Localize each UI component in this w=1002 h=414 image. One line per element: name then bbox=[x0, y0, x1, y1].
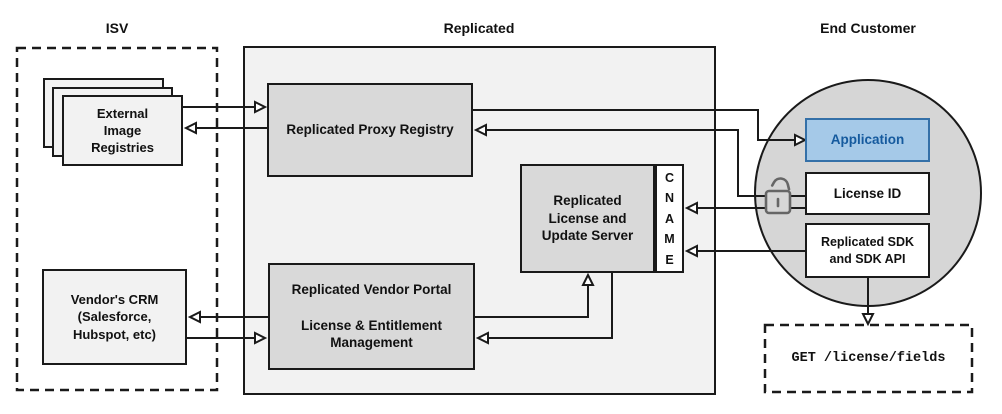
arrow-registries-to-proxy bbox=[183, 100, 268, 114]
get-endpoint-label: GET /license/fields bbox=[791, 351, 946, 366]
arrow-crm-to-portal bbox=[187, 331, 268, 345]
arrow-proxy-to-application bbox=[473, 109, 808, 147]
node-application: Application bbox=[805, 118, 930, 162]
section-label-end-customer: End Customer bbox=[820, 20, 916, 36]
section-label-replicated: Replicated bbox=[443, 20, 515, 36]
arrow-sdk-to-cname bbox=[684, 244, 805, 258]
cname-letter: N bbox=[664, 191, 675, 206]
cname-letter: E bbox=[665, 252, 674, 267]
arrow-update-server-to-portal bbox=[475, 273, 613, 345]
arrow-sdk-to-get-endpoint bbox=[861, 278, 875, 327]
node-vendor-portal: Replicated Vendor Portal License & Entit… bbox=[268, 263, 475, 370]
arrow-proxy-to-registries bbox=[183, 121, 267, 135]
node-external-image-registries: External Image Registries bbox=[62, 95, 183, 166]
cname-letter: C bbox=[664, 171, 675, 185]
cname-letter: M bbox=[664, 232, 675, 247]
node-replicated-sdk: Replicated SDK and SDK API bbox=[805, 223, 930, 278]
arrow-portal-to-update-server bbox=[475, 272, 595, 318]
open-padlock-icon bbox=[764, 177, 792, 215]
node-license-id: License ID bbox=[805, 172, 930, 215]
get-endpoint-box bbox=[763, 323, 974, 394]
section-label-isv: ISV bbox=[105, 20, 129, 36]
node-cname: C N A M E bbox=[655, 164, 684, 273]
arrow-portal-to-crm bbox=[187, 310, 268, 324]
node-update-server: Replicated License and Update Server bbox=[520, 164, 655, 273]
node-proxy-registry: Replicated Proxy Registry bbox=[267, 83, 473, 177]
cname-letter: A bbox=[664, 211, 675, 226]
node-vendor-crm: Vendor's CRM (Salesforce, Hubspot, etc) bbox=[42, 269, 187, 365]
